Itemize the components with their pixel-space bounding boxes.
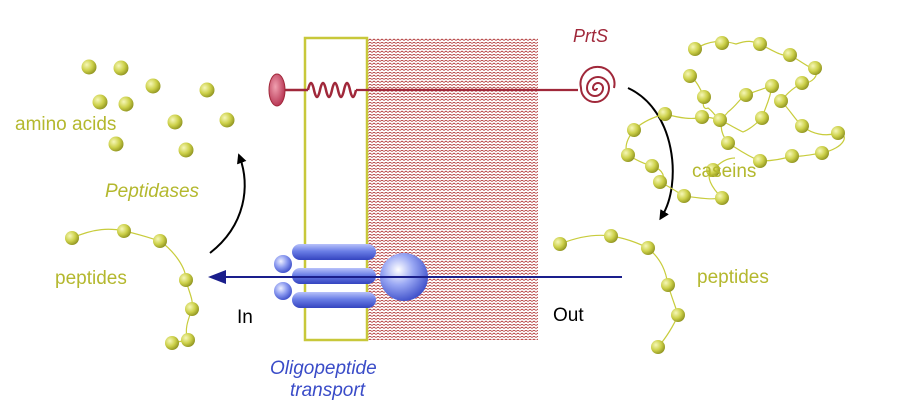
peptide-in-beads	[65, 224, 199, 350]
amino-acid-bead	[81, 59, 97, 75]
casein-bead	[688, 42, 702, 56]
oligopeptide-transport-label-line1: Oligopeptide	[270, 358, 377, 379]
transporter-small-ball	[274, 255, 292, 273]
peptide-out-strand	[559, 234, 679, 348]
peptide-bead	[153, 234, 167, 248]
amino-acid-bead	[199, 82, 215, 98]
casein-bead	[715, 36, 729, 50]
casein-bead	[721, 136, 735, 150]
prts-protease	[268, 65, 616, 107]
peptide-bead	[185, 302, 199, 316]
transporter-bar-bottom	[292, 292, 376, 308]
peptide-bead	[651, 340, 665, 354]
prts-catalytic-coil	[579, 65, 616, 103]
casein-bead	[658, 107, 672, 121]
casein-bead	[785, 149, 799, 163]
amino-acid-bead	[118, 96, 134, 112]
peptide-bead	[661, 278, 675, 292]
casein-bead	[765, 79, 779, 93]
peptide-bead	[671, 308, 685, 322]
in-label: In	[237, 307, 253, 328]
casein-bead	[715, 191, 729, 205]
amino-acid-beads	[81, 59, 235, 158]
casein-chain	[625, 40, 845, 200]
caseins-label: caseins	[692, 161, 756, 182]
amino-acid-bead	[145, 78, 161, 94]
casein-bead	[753, 37, 767, 51]
casein-bead	[627, 123, 641, 137]
oligopeptide-transport-label-line2: transport	[290, 380, 366, 401]
casein-bead	[683, 69, 697, 83]
casein-bead	[713, 113, 727, 127]
peptidases-label: Peptidases	[105, 181, 200, 202]
casein-bead	[783, 48, 797, 62]
amino-acid-bead	[219, 112, 235, 128]
casein-bead	[753, 154, 767, 168]
peptides-in-label: peptides	[55, 268, 127, 289]
prts-spring	[306, 81, 358, 99]
casein-bead	[706, 163, 720, 177]
prts-label: PrtS	[573, 26, 608, 46]
casein-bead	[677, 189, 691, 203]
casein-bead	[774, 94, 788, 108]
peptide-bead	[179, 273, 193, 287]
prts-to-peptides-arrow	[627, 87, 674, 221]
peptidases-arrow	[209, 153, 247, 254]
peptide-bead	[641, 241, 655, 255]
casein-bead	[645, 159, 659, 173]
prts-anchor	[268, 73, 286, 107]
peptide-out-beads	[553, 229, 685, 354]
casein-bead	[755, 111, 769, 125]
amino-acid-bead	[113, 60, 129, 76]
casein-bead	[795, 119, 809, 133]
casein-bead	[621, 148, 635, 162]
casein-beads	[621, 36, 845, 205]
casein-bead	[831, 126, 845, 140]
casein-bead	[739, 88, 753, 102]
peptide-bead	[165, 336, 179, 350]
transporter-bar-top	[292, 244, 376, 260]
amino-acid-bead	[92, 94, 108, 110]
peptide-bead	[553, 237, 567, 251]
amino-acids-label: amino acids	[15, 114, 116, 135]
transport-arrow	[208, 270, 622, 284]
cell-membrane	[303, 36, 369, 342]
out-label: Out	[553, 305, 584, 326]
casein-bead	[795, 76, 809, 90]
transporter-small-ball	[274, 282, 292, 300]
amino-acid-bead	[108, 136, 124, 152]
casein-bead	[808, 61, 822, 75]
amino-acid-bead	[178, 142, 194, 158]
peptide-bead	[604, 229, 618, 243]
amino-acid-bead	[167, 114, 183, 130]
casein-bead	[695, 110, 709, 124]
casein-bead	[653, 175, 667, 189]
casein-bead	[815, 146, 829, 160]
peptide-bead	[117, 224, 131, 238]
peptide-bead	[65, 231, 79, 245]
peptides-out-label: peptides	[697, 267, 769, 288]
peptide-bead	[181, 333, 195, 347]
casein-bead	[697, 90, 711, 104]
